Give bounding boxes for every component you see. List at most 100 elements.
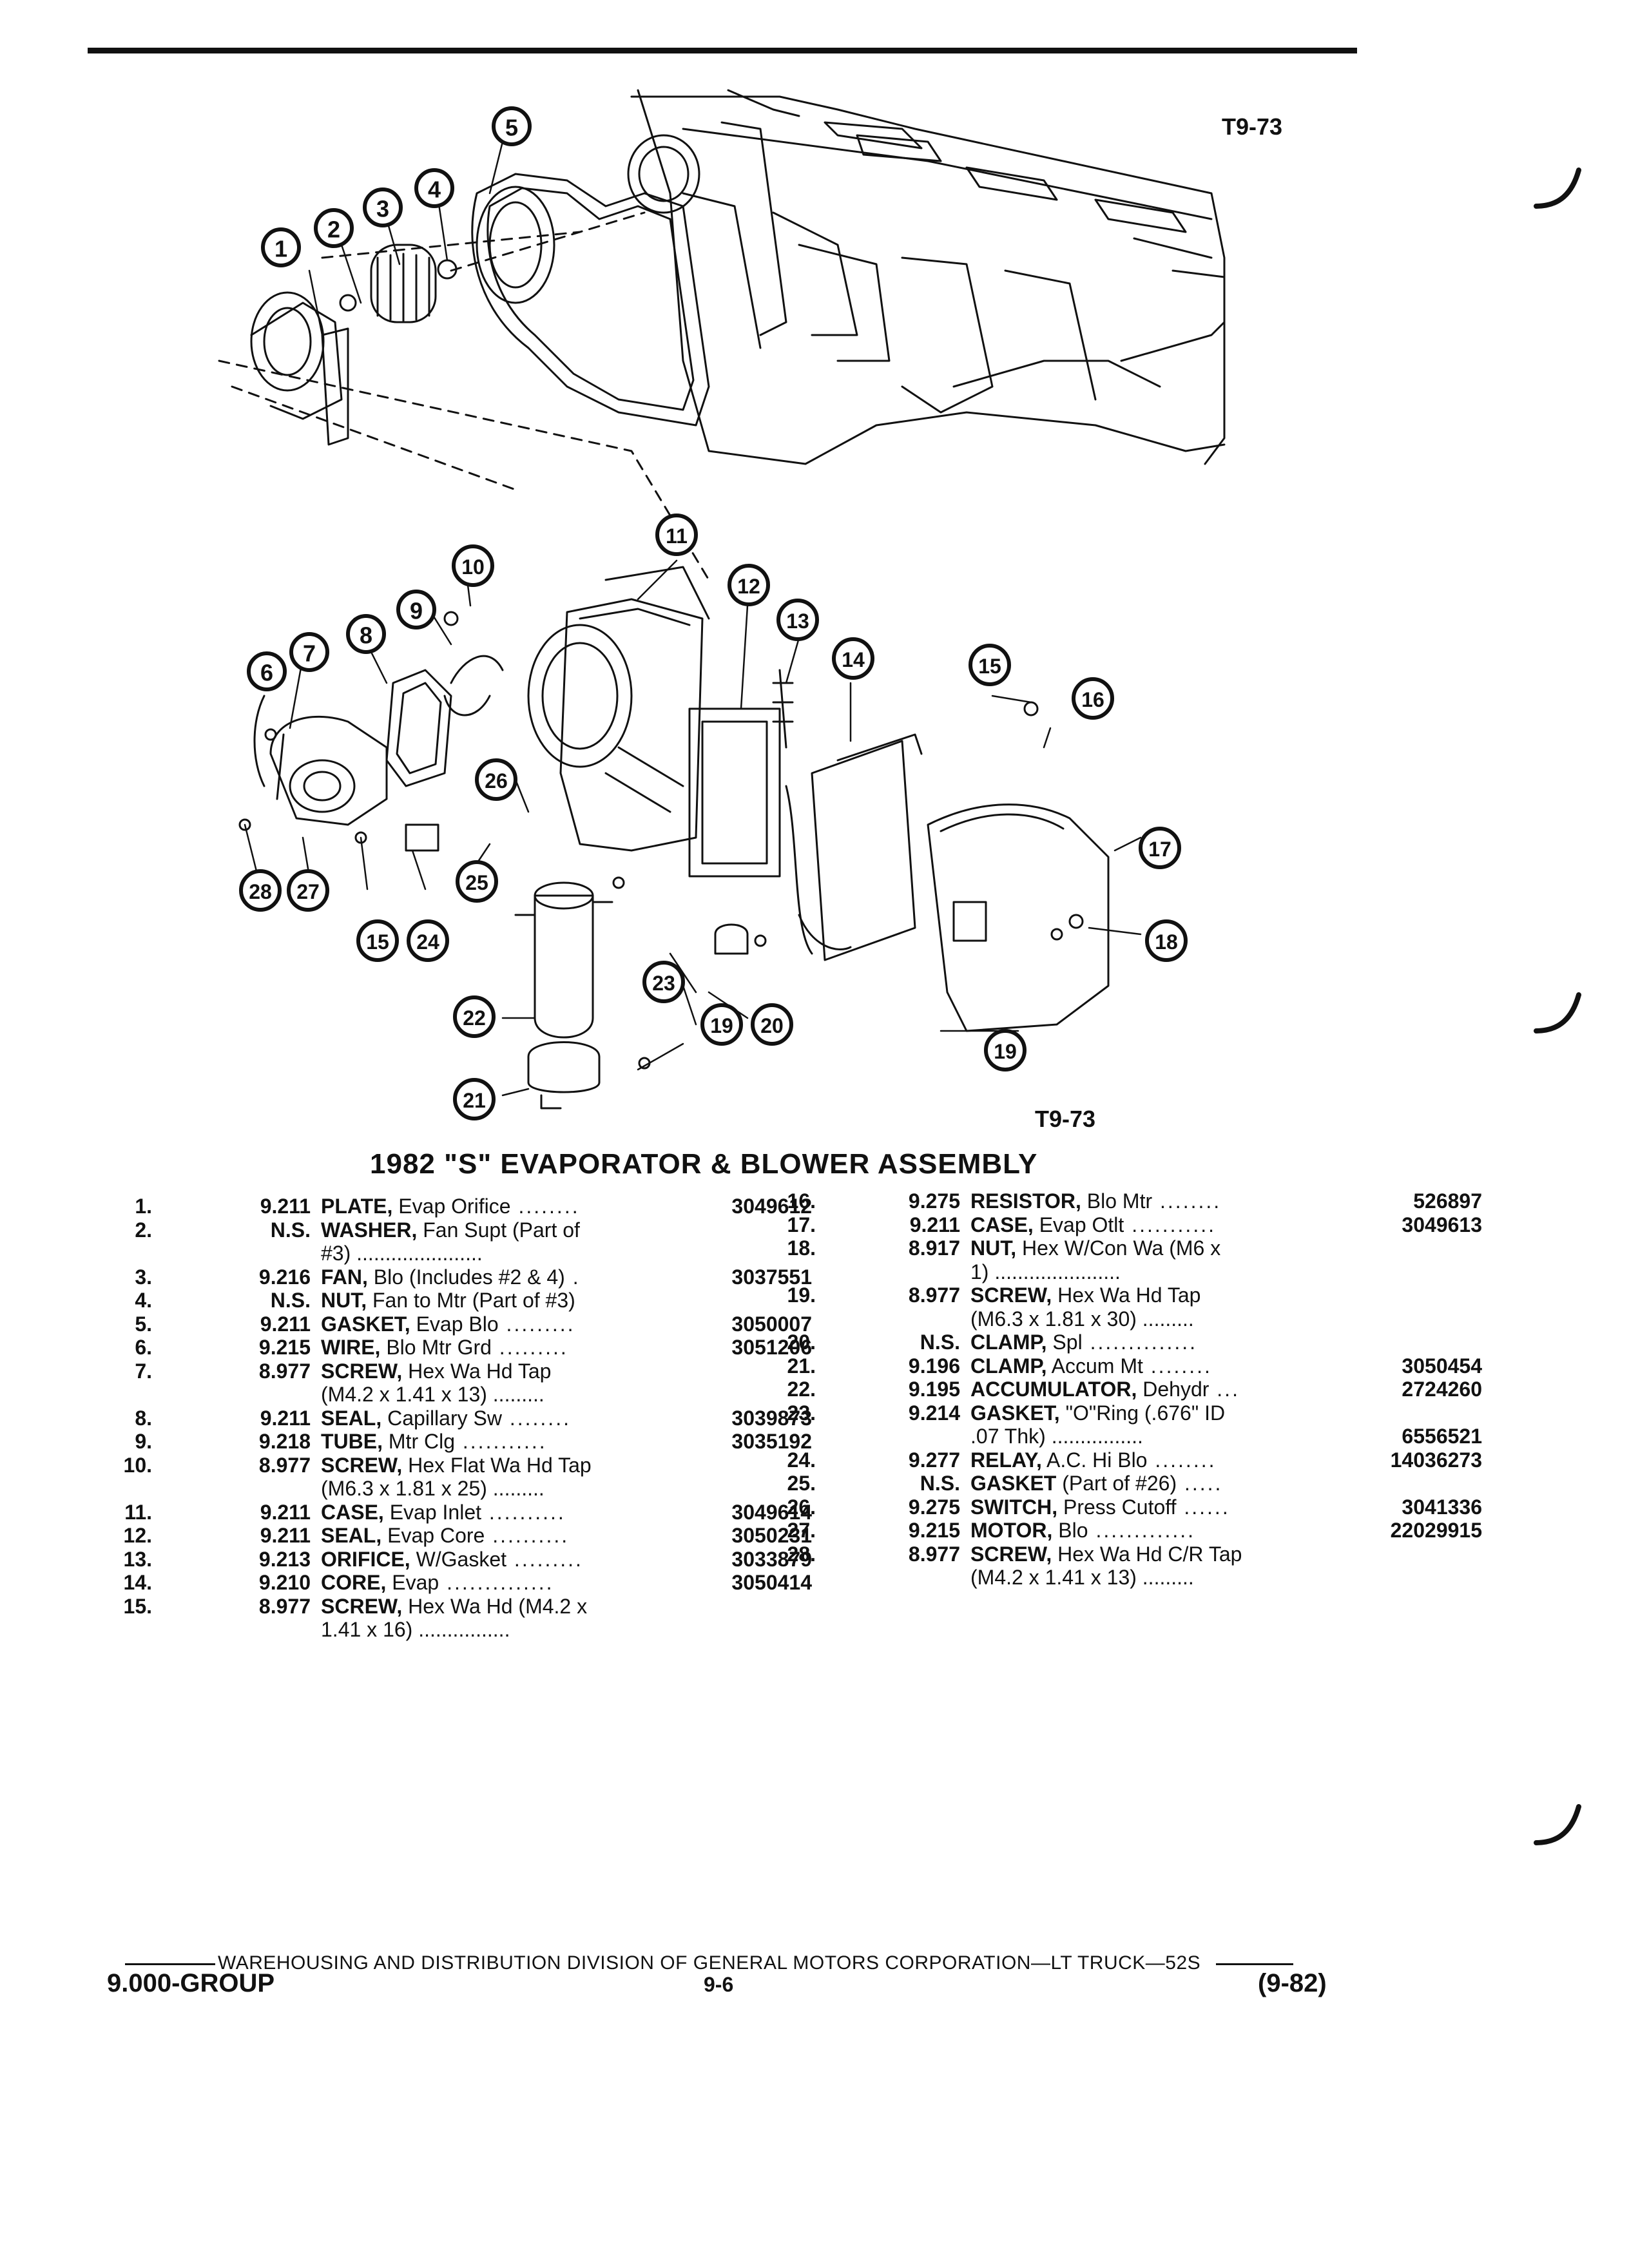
part-desc-text: Blo Mtr [1081,1189,1153,1213]
leader-dots: ... [1209,1378,1240,1401]
group-code: 9.000-GROUP [107,1969,275,1997]
part-description: CASE, Evap Otlt ........... [970,1213,1216,1237]
part-description-cont: (M6.3 x 1.81 x 30) ......... [970,1307,1194,1331]
blower-fan-plate [250,244,458,446]
top-rule [88,48,1357,53]
part-row-continuation: (M4.2 x 1.41 x 13) ......... [110,1383,818,1407]
part-name: SCREW, [321,1453,403,1477]
group-number: N.S. [920,1472,960,1495]
part-name: GASKET, [321,1312,410,1336]
part-name: CASE, [321,1500,384,1524]
leader-dots: . [564,1265,581,1289]
part-name: GASKET, [970,1401,1060,1425]
part-desc-text: Evap Orifice [392,1195,511,1218]
callout-12: 12 [728,564,770,606]
svg-text:25: 25 [465,871,488,894]
part-description: MOTOR, Blo ............. [970,1519,1195,1542]
leader-dots: .............. [1082,1331,1198,1354]
part-name: TUBE, [321,1430,383,1453]
part-number: 3050454 [1402,1354,1482,1378]
part-name: CORE, [321,1571,387,1594]
svg-text:6: 6 [260,660,273,686]
leader-dots: .......... [485,1524,570,1547]
item-number: 10. [123,1453,152,1477]
figure-code-top: T9-73 [1222,113,1283,140]
part-name: GASKET [970,1472,1057,1495]
part-desc-text: A.C. Hi Blo [1041,1448,1148,1472]
part-description: PLATE, Evap Orifice ........ [321,1195,580,1218]
svg-text:9: 9 [410,598,423,624]
item-number: 17. [787,1213,816,1236]
screws [238,611,1084,1070]
item-number: 2. [135,1218,152,1242]
callout-25: 25 [456,860,498,903]
group-number: 9.218 [258,1430,311,1453]
part-description: RESISTOR, Blo Mtr ........ [970,1189,1221,1213]
part-desc-text: Evap Inlet [383,1500,481,1524]
part-number: 3033879 [731,1547,812,1571]
part-description: CORE, Evap .............. [321,1571,554,1595]
part-number: 6556521 [1402,1425,1482,1448]
figure-code-bottom: T9-73 [1035,1106,1096,1132]
group-number: 9.275 [908,1495,960,1519]
callout-14: 14 [832,637,874,680]
part-description-cont: #3) ...................... [321,1242,483,1265]
part-description: CLAMP, Spl .............. [970,1331,1197,1354]
callout-17: 17 [1139,827,1181,869]
svg-text:14: 14 [842,648,865,671]
part-row: 2.N.S.WASHER, Fan Supt (Part of [110,1218,818,1242]
group-number: 8.977 [258,1359,311,1383]
accumulator-clamp [527,1041,601,1110]
leader-dots: ......... [498,1312,575,1336]
group-number: N.S. [920,1331,960,1354]
leader-dots: ........ [501,1406,571,1430]
spl-clamp [714,923,749,955]
blower-motor [253,695,388,826]
callout-9: 9 [396,590,436,629]
leader-dots: ........... [455,1430,547,1453]
part-name: SWITCH, [970,1495,1058,1519]
part-row-continuation: (M6.3 x 1.81 x 25) ......... [110,1477,818,1501]
part-name: SEAL, [321,1406,382,1430]
item-number: 23. [787,1401,816,1425]
callout-6: 6 [247,651,287,691]
leader-dots: ..... [1177,1472,1223,1495]
part-description: SWITCH, Press Cutoff ...... [970,1495,1230,1519]
item-number: 14. [123,1571,152,1594]
part-name: PLATE, [321,1195,393,1218]
part-name: CLAMP, [970,1331,1047,1354]
footer-publisher-line: WAREHOUSING AND DISTRIBUTION DIVISION OF… [125,1952,1294,1974]
part-description-cont: 1) ...................... [970,1260,1121,1283]
callout-23: 23 [642,961,685,1003]
part-description: CLAMP, Accum Mt ........ [970,1354,1212,1378]
part-description: GASKET, Evap Blo ......... [321,1312,575,1336]
item-number: 26. [787,1495,816,1519]
part-number: 14036273 [1390,1448,1482,1472]
leader-dots: ........ [510,1195,580,1218]
part-desc-text: Hex Wa Hd (M4.2 x [402,1594,588,1618]
revision-date: (9-82) [1258,1969,1327,1997]
group-number: 9.196 [908,1354,960,1378]
part-row: 20.N.S.CLAMP, Spl .............. [754,1331,1489,1354]
part-number: 3051206 [731,1336,812,1359]
part-description: SCREW, Hex Flat Wa Hd Tap [321,1454,592,1477]
item-number: 6. [135,1336,152,1359]
leader-dots: .......... [481,1500,566,1524]
callout-group: 1 2 3 4 5 6 7 8 9 10 11 12 13 14 15 16 1… [239,106,1188,1120]
leader-dots: ...... [1176,1495,1230,1519]
callout-13: 13 [776,599,819,641]
group-number: 9.195 [908,1378,960,1401]
page-number: 9-6 [704,1973,734,1996]
group-number: 8.977 [908,1542,960,1566]
part-desc-text: Fan Supt (Part of [417,1218,580,1242]
group-number: 8.977 [908,1283,960,1307]
callout-7: 7 [289,632,329,672]
item-number: 15. [123,1594,152,1618]
svg-text:13: 13 [786,610,809,633]
